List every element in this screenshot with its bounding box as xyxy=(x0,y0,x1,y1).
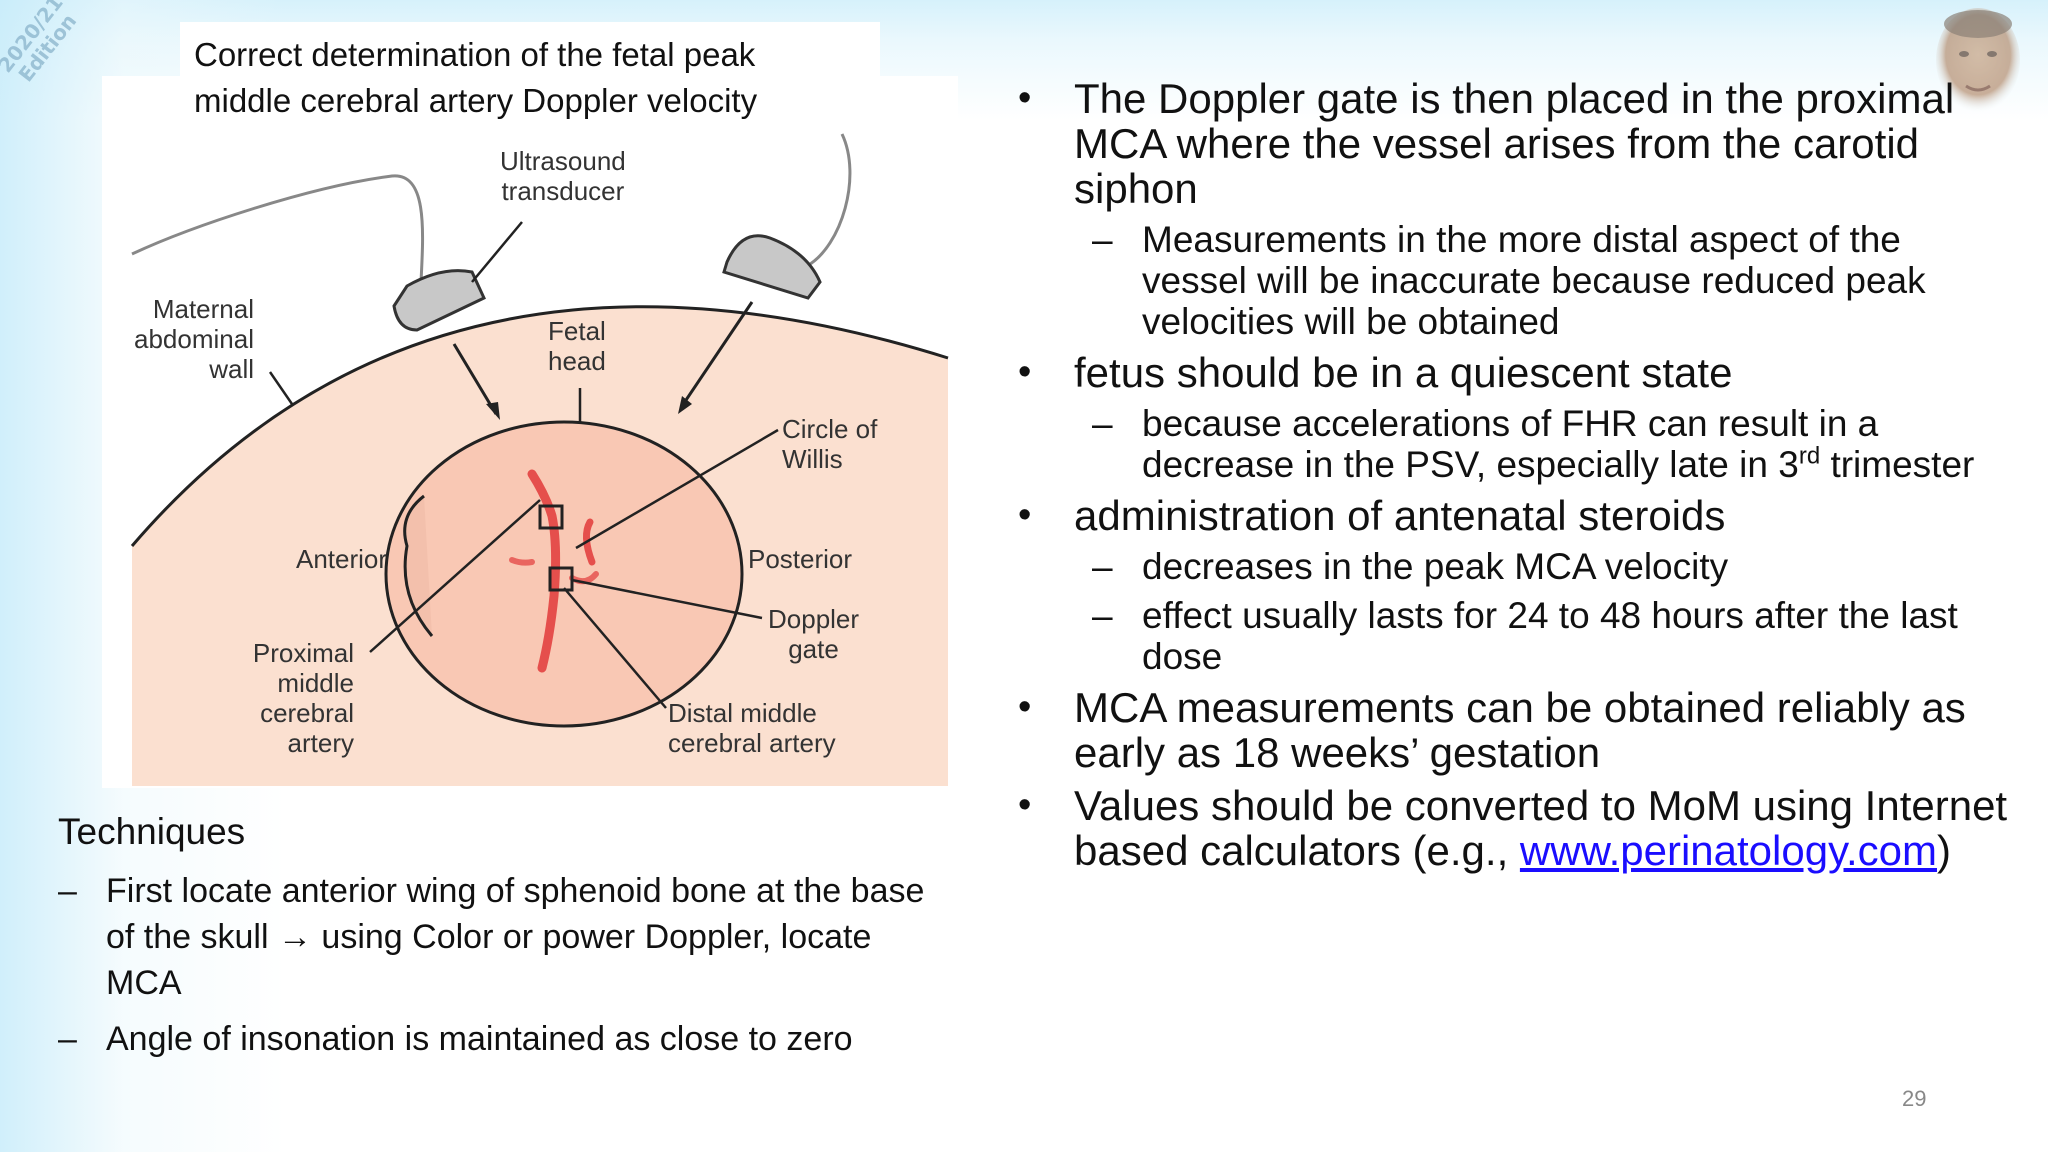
label-doppler-gate: Doppler gate xyxy=(768,604,860,664)
technique-item: – Angle of insonation is maintained as c… xyxy=(58,1020,853,1058)
presenter-portrait-icon xyxy=(1936,8,2020,112)
bullet-item: • The Doppler gate is then placed in the… xyxy=(1018,75,1955,212)
transducer-left xyxy=(392,269,486,332)
label-posterior: Posterior xyxy=(748,544,853,574)
mca-doppler-diagram xyxy=(130,133,949,786)
sub-bullet-item: – decreases in the peak MCA velocity xyxy=(1092,546,1729,587)
label-distal-mca: Distal middle cerebral artery xyxy=(668,698,836,758)
bullet-item: • administration of antenatal steroids xyxy=(1018,492,1726,539)
label-ultrasound-transducer: Ultrasound transducer xyxy=(500,146,626,206)
page-number: 29 xyxy=(1902,1086,1927,1111)
figure-title: Correct determination of the fetal peak … xyxy=(180,22,880,126)
sub-bullet-item: – because accelerations of FHR can resul… xyxy=(1092,403,1975,485)
label-anterior: Anterior xyxy=(296,544,388,574)
perinatology-link[interactable]: www.perinatology.com xyxy=(1519,827,1937,874)
bullet-item: • MCA measurements can be obtained relia… xyxy=(1018,684,1966,776)
transducer-right xyxy=(722,234,822,300)
bullet-list: • The Doppler gate is then placed in the… xyxy=(1010,76,2010,881)
label-maternal-abdominal-wall: Maternal abdominal wall xyxy=(134,294,254,384)
label-circle-of-willis: Circle of Willis xyxy=(782,414,878,474)
techniques-heading: Techniques xyxy=(58,811,246,852)
techniques-section: Techniques – First locate anterior wing … xyxy=(58,808,938,1072)
sub-bullet-item: – effect usually lasts for 24 to 48 hour… xyxy=(1092,595,1958,677)
label-proximal-mca: Proximal middle cerebral artery xyxy=(252,638,354,758)
technique-item: – First locate anterior wing of sphenoid… xyxy=(58,872,925,1002)
label-fetal-head: Fetal head xyxy=(548,316,606,376)
bullet-item: • fetus should be in a quiescent state xyxy=(1018,349,1733,396)
sub-bullet-item: – Measurements in the more distal aspect… xyxy=(1092,219,1926,342)
bullet-item: • Values should be converted to MoM usin… xyxy=(1018,782,2008,874)
